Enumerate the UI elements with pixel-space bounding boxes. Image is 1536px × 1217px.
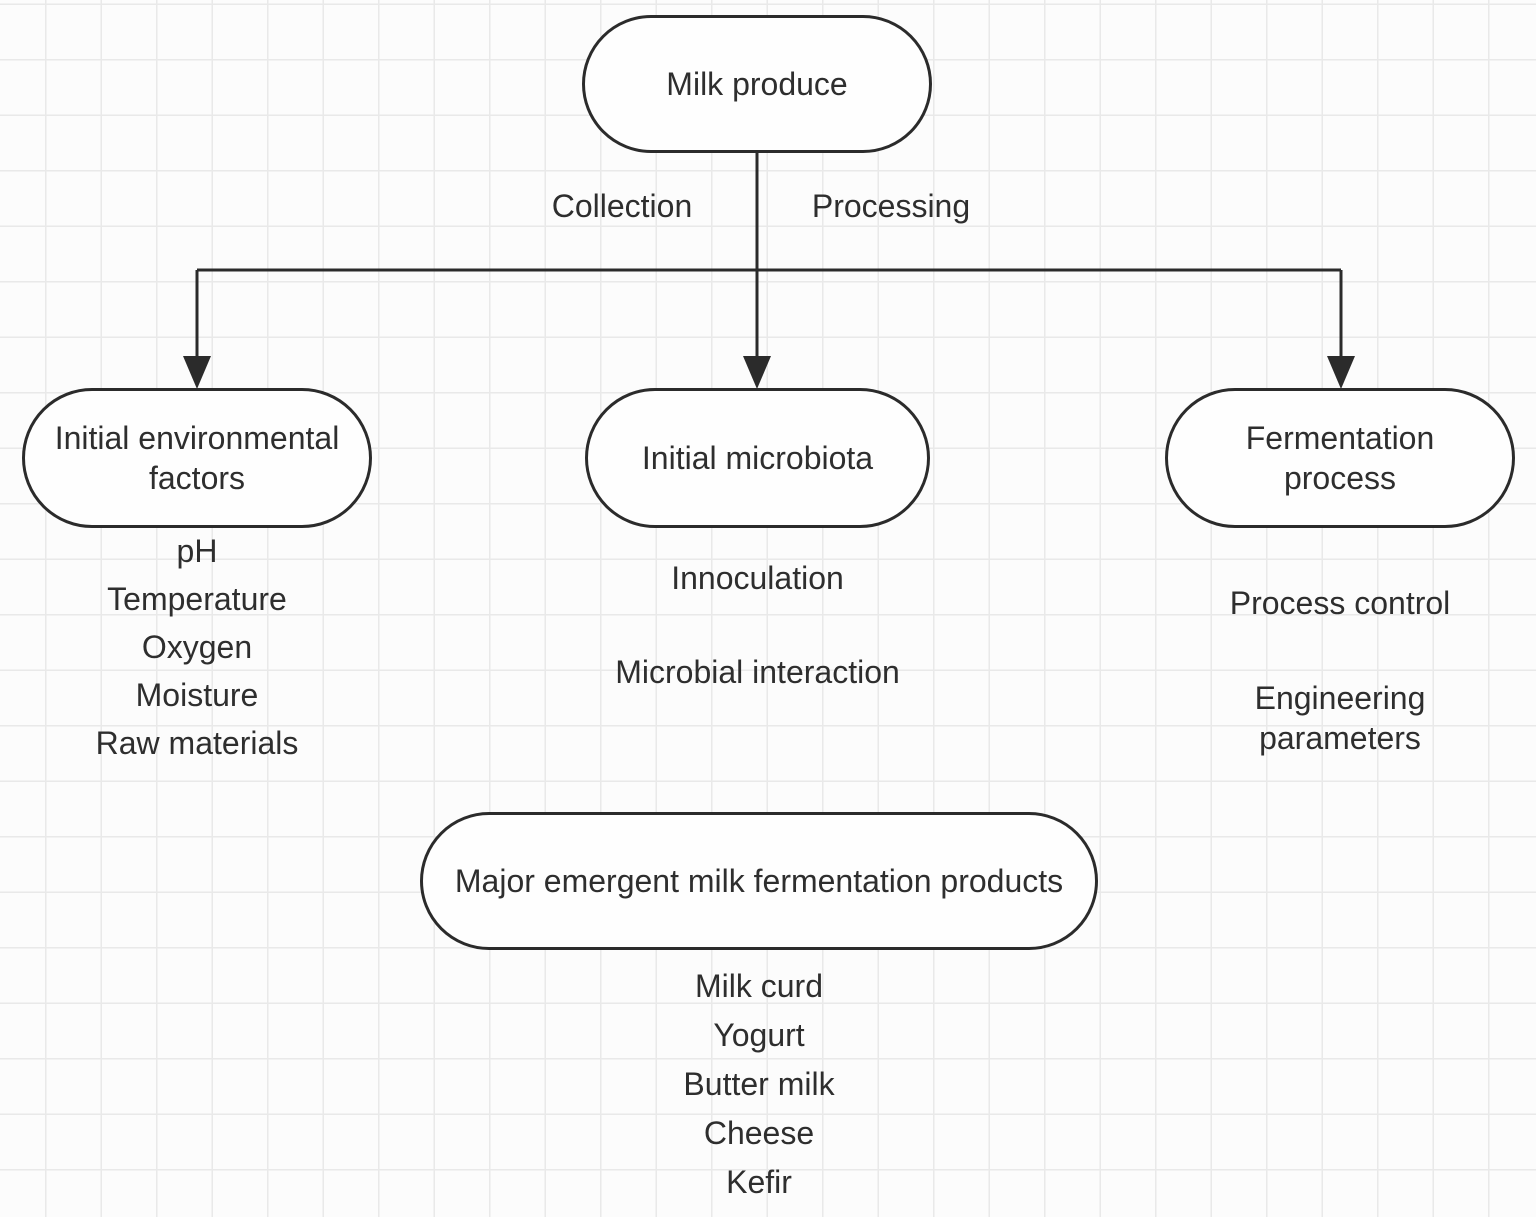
arrowhead-right <box>1327 356 1355 389</box>
list-item: Engineering parameters <box>1254 680 1426 756</box>
node-milk-produce: Milk produce <box>582 15 932 153</box>
list-item: Innoculation <box>671 560 844 596</box>
list-item: Temperature <box>107 581 287 617</box>
fermentation-products-list: Milk curd Yogurt Butter milk Cheese Kefi… <box>420 968 1098 1200</box>
fermentation-process-list: Process control Engineering parameters <box>1165 585 1515 758</box>
environmental-factors-list: pH Temperature Oxygen Moisture Raw mater… <box>22 533 372 761</box>
list-item: Cheese <box>703 1115 815 1151</box>
list-item: Milk curd <box>694 968 823 1004</box>
node-major-fermentation-products-label: Major emergent milk fermentation product… <box>454 863 1064 899</box>
edge-label-processing: Processing <box>811 188 971 224</box>
node-initial-environmental-factors: Initial environmental factors <box>22 388 372 528</box>
list-item: Process control <box>1229 585 1451 621</box>
list-item: Moisture <box>135 677 259 713</box>
node-initial-environmental-factors-label: Initial environmental factors <box>54 420 340 496</box>
list-item: Butter milk <box>683 1066 835 1102</box>
arrowhead-middle <box>743 356 771 389</box>
arrowhead-left <box>183 356 211 389</box>
list-item: pH <box>176 533 218 569</box>
list-item: Microbial interaction <box>615 654 900 690</box>
node-initial-microbiota: Initial microbiota <box>585 388 930 528</box>
list-item: Kefir <box>726 1164 792 1200</box>
node-initial-microbiota-label: Initial microbiota <box>641 440 874 476</box>
node-major-fermentation-products: Major emergent milk fermentation product… <box>420 812 1098 950</box>
node-milk-produce-label: Milk produce <box>666 66 848 102</box>
list-item: Raw materials <box>95 725 299 761</box>
edge-label-collection: Collection <box>551 188 693 224</box>
list-item: Yogurt <box>713 1017 805 1053</box>
node-fermentation-process: Fermentation process <box>1165 388 1515 528</box>
list-item: Oxygen <box>141 629 253 665</box>
node-fermentation-process-label: Fermentation process <box>1245 420 1435 496</box>
initial-microbiota-list: Innoculation Microbial interaction <box>585 560 930 690</box>
